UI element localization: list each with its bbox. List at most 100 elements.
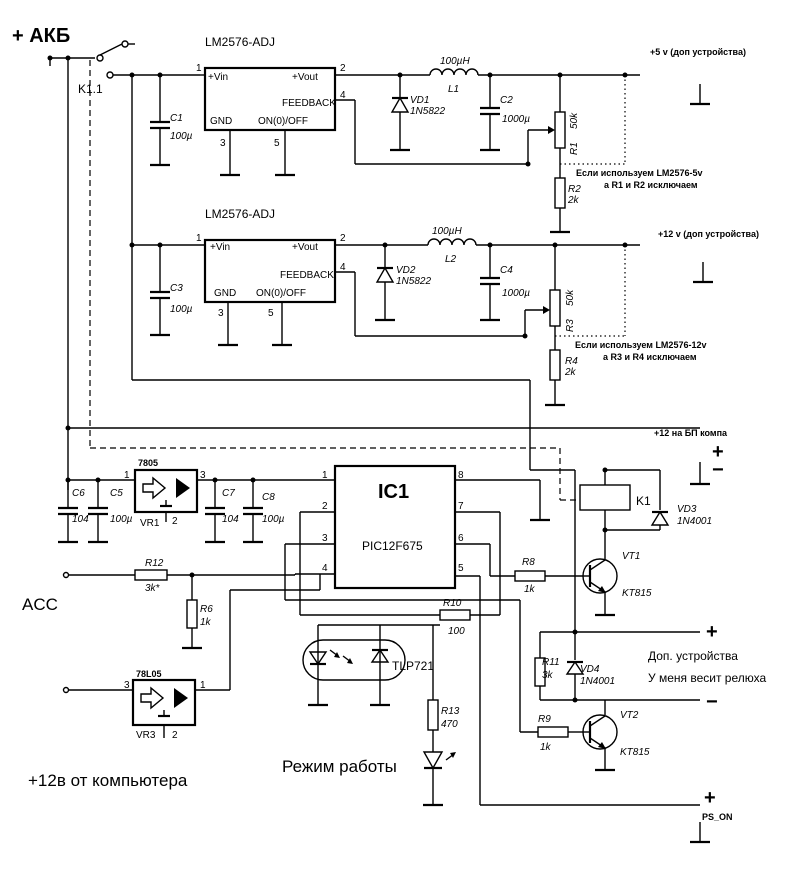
- reg1-fb: FEEDBACK: [282, 98, 336, 109]
- ic1-name: IC1: [378, 481, 409, 503]
- akb-rail: [47, 40, 580, 501]
- reg2-pin2: 2: [340, 233, 346, 244]
- r4-name: R4: [565, 356, 578, 367]
- dop-line1: Доп. устройства: [648, 649, 738, 663]
- mode-label: Режим работы: [282, 757, 397, 776]
- acc-label: ACC: [22, 595, 58, 614]
- r9-value: 1k: [540, 742, 552, 753]
- inductor-l1: [385, 68, 640, 78]
- c1-name: C1: [170, 113, 183, 124]
- vt2-name: VT2: [620, 710, 639, 721]
- regulator-12v: [129, 238, 525, 347]
- note5-line1: Если используем LM2576-5v: [576, 168, 702, 178]
- note12-line1: Если используем LM2576-12v: [575, 340, 706, 350]
- r3-value: 50k: [565, 289, 576, 306]
- r6-value: 1k: [200, 617, 212, 628]
- gnd-5v: [690, 84, 710, 106]
- reg1-gnd: GND: [210, 116, 232, 127]
- tlp-label: TLP721: [392, 659, 434, 673]
- vt1-relay: [514, 467, 670, 632]
- diode-vd1: [390, 75, 410, 152]
- note5-line2: а R1 и R2 исключаем: [604, 180, 698, 190]
- c4-name: C4: [500, 265, 513, 276]
- resistor-r2: [550, 170, 570, 234]
- l1-name: L1: [448, 84, 459, 95]
- dop-minus: −: [706, 691, 718, 713]
- ic1-pin5: 5: [458, 563, 464, 574]
- psu-plus: +: [712, 441, 724, 463]
- vd1-name: VD1: [410, 95, 429, 106]
- reg2-vout: +Vout: [292, 242, 318, 253]
- r13-value: 470: [441, 719, 458, 730]
- capacitor-c7: [205, 480, 225, 544]
- reg1-pin2: 2: [340, 63, 346, 74]
- c5-name: C5: [110, 488, 123, 499]
- l1-value: 100µH: [440, 56, 470, 67]
- ic1: [284, 464, 700, 806]
- regulator-5v: [200, 66, 528, 177]
- acc-input: [62, 569, 295, 650]
- vd3-value: 1N4001: [677, 516, 712, 527]
- pc12-label: +12в от компьютера: [28, 771, 188, 790]
- c4-value: 1000µ: [502, 288, 530, 299]
- reg2-pin3: 3: [218, 308, 224, 319]
- diode-vd2: [375, 245, 395, 322]
- capacitor-c8: [243, 480, 263, 544]
- vr3-pin1: 1: [200, 680, 206, 691]
- vd3-name: VD3: [677, 504, 697, 515]
- r3-name: R3: [565, 319, 576, 332]
- dop-line2: У меня весит релюха: [648, 671, 766, 685]
- capacitor-c3: [150, 245, 170, 337]
- reg2-pin1: 1: [196, 233, 202, 244]
- ic1-pin6: 6: [458, 533, 464, 544]
- reg2-pin4: 4: [340, 262, 346, 273]
- r1-name: R1: [569, 142, 580, 155]
- c2-value: 1000µ: [502, 114, 530, 125]
- c2-name: C2: [500, 95, 513, 106]
- ps-on-label: PS_ON: [702, 812, 733, 822]
- reg1-pin5: 5: [274, 138, 280, 149]
- reg2-pin5: 5: [268, 308, 274, 319]
- c3-value: 100µ: [170, 304, 193, 315]
- reg2-gnd: GND: [214, 288, 236, 299]
- r11-name: R11: [542, 657, 560, 668]
- reg1-vin: +Vin: [208, 72, 228, 83]
- vr3-value: 78L05: [136, 669, 162, 679]
- r8-value: 1k: [524, 584, 536, 595]
- note12-line2: а R3 и R4 исключаем: [603, 352, 697, 362]
- c7-name: C7: [222, 488, 235, 499]
- r13-led: [422, 625, 456, 807]
- capacitor-c4: [480, 245, 500, 322]
- c7-value: 104: [222, 514, 239, 525]
- r12-name: R12: [145, 558, 164, 569]
- reg2-vin: +Vin: [210, 242, 230, 253]
- reg2-fb: FEEDBACK: [280, 270, 334, 281]
- vd1-value: 1N5822: [410, 106, 445, 117]
- r11-value: 3k: [542, 670, 554, 681]
- vr3-pin3: 3: [124, 680, 130, 691]
- reg1-pin4: 4: [340, 90, 346, 101]
- gnd-12v: [693, 262, 713, 284]
- capacitor-c5: [88, 480, 108, 544]
- vt1-name: VT1: [622, 551, 640, 562]
- vd2-value: 1N5822: [396, 276, 431, 287]
- capacitor-c1: [150, 75, 170, 167]
- inductor-l2: [382, 238, 640, 248]
- vr3-block: [62, 574, 321, 738]
- r9-name: R9: [538, 714, 551, 725]
- vd4-name: VD4: [580, 664, 600, 675]
- out5-label: +5 v (доп устройства): [650, 47, 746, 57]
- vd4-value: 1N4001: [580, 676, 615, 687]
- r2-value: 2k: [567, 195, 580, 206]
- vr3-pin2: 2: [172, 730, 178, 741]
- vt1-value: KT815: [622, 588, 652, 599]
- r2-name: R2: [568, 184, 581, 195]
- reg1-title: LM2576-ADJ: [205, 35, 275, 49]
- c5-value: 100µ: [110, 514, 133, 525]
- vt2-accessory: [534, 629, 700, 772]
- vr3-name: VR3: [136, 730, 156, 741]
- vr1-name: VR1: [140, 518, 160, 529]
- psu-label: +12 на БП компа: [654, 428, 728, 438]
- r10-tlp721: [302, 609, 471, 707]
- reg1-onoff: ON(0)/OFF: [258, 116, 308, 127]
